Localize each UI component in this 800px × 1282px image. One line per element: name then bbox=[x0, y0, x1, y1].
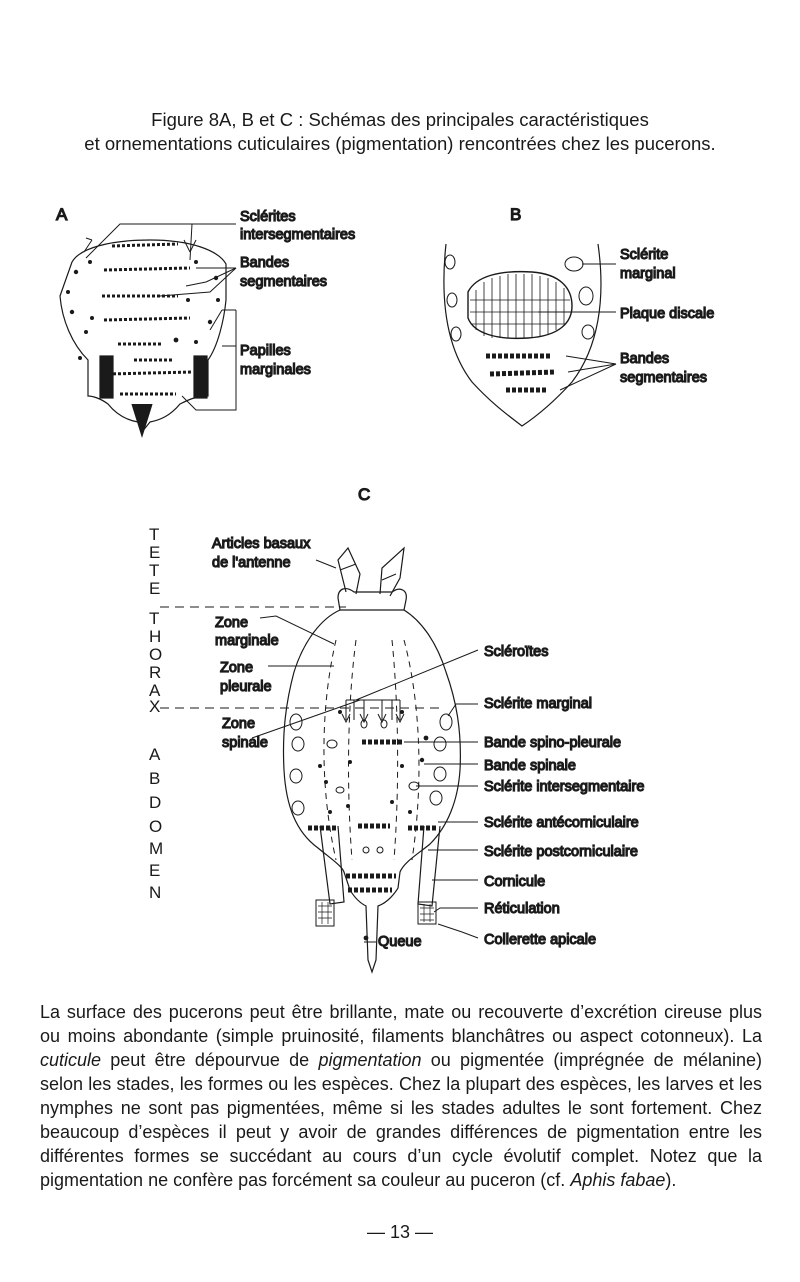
thorax-letter: O bbox=[149, 645, 162, 664]
figure-b-label-bandes-2: segmentaires bbox=[620, 370, 707, 386]
figure-a-letter: A bbox=[56, 205, 68, 224]
label-articles-1: Articles basaux bbox=[212, 536, 311, 552]
abdomen-letter: B bbox=[149, 769, 160, 788]
thorax-letter: R bbox=[149, 663, 161, 682]
label-zone-spinale-1: Zone bbox=[222, 716, 255, 732]
tete-letter: E bbox=[149, 579, 160, 598]
figure-c-abdomen-letters: A B D O M E N bbox=[149, 745, 163, 902]
abdomen-letter: N bbox=[149, 883, 161, 902]
abdomen-letter: D bbox=[149, 793, 161, 812]
term-pigmentation: pigmentation bbox=[318, 1050, 421, 1070]
figure-c-thorax-letters: T H O R A X bbox=[149, 609, 162, 716]
abdomen-letter: E bbox=[149, 861, 160, 880]
label-scleroites: Scléroïtes bbox=[484, 644, 548, 660]
tete-letter: T bbox=[149, 561, 159, 580]
paragraph-part-2: peut être dépourvue de bbox=[101, 1050, 318, 1070]
figure-a-right-cornicle bbox=[194, 356, 207, 398]
figure-c-left-leaders bbox=[252, 560, 376, 942]
figure-b-label-sclerite-2: marginal bbox=[620, 266, 676, 282]
label-zone-spinale-2: spinale bbox=[222, 735, 268, 751]
abdomen-letter: O bbox=[149, 817, 162, 836]
term-aphis-fabae: Aphis fabae bbox=[570, 1170, 665, 1190]
thorax-letter: X bbox=[149, 697, 160, 716]
label-cornicule: Cornicule bbox=[484, 874, 545, 890]
figure-c-tete-letters: T E T E bbox=[149, 525, 160, 598]
figure-c-head bbox=[338, 589, 406, 610]
label-zone-pleurale-1: Zone bbox=[220, 660, 253, 676]
figure-c: C T E T E T H O R A X A B D O M E N bbox=[149, 485, 644, 972]
label-reticulation: Réticulation bbox=[484, 901, 560, 917]
label-sclerite-intersegmentaire: Sclérite intersegmentaire bbox=[484, 779, 644, 795]
figure-b-bands bbox=[486, 356, 556, 390]
figure-a-tail bbox=[132, 404, 152, 436]
thorax-letter: H bbox=[149, 627, 161, 646]
label-sclerite-antecorniculaire: Sclérite antécorniculaire bbox=[484, 815, 639, 831]
thorax-letter: T bbox=[149, 609, 159, 628]
label-articles-2: de l'antenne bbox=[212, 555, 291, 571]
figure-c-right-leaders bbox=[356, 650, 478, 938]
page-number: — 13 — bbox=[0, 1222, 800, 1243]
paragraph-part-1: La surface des pucerons peut être brilla… bbox=[40, 1002, 762, 1046]
label-zone-pleurale-2: pleurale bbox=[220, 679, 272, 695]
tete-letter: T bbox=[149, 525, 159, 544]
label-bande-spinale: Bande spinale bbox=[484, 758, 576, 774]
figure-b: B bbox=[444, 205, 714, 426]
figure-b-letter: B bbox=[510, 205, 521, 224]
body-paragraph: La surface des pucerons peut être brilla… bbox=[40, 1000, 762, 1192]
figure-b-label-bandes-1: Bandes bbox=[620, 351, 669, 367]
figure-a: A bbox=[56, 205, 355, 436]
figure-b-label-plaque: Plaque discale bbox=[620, 306, 714, 322]
figure-a-label-papilles-2: marginales bbox=[240, 362, 311, 378]
abdomen-letter: A bbox=[149, 745, 161, 764]
label-collerette-apicale: Collerette apicale bbox=[484, 932, 596, 948]
label-sclerite-marginal: Sclérite marginal bbox=[484, 696, 592, 712]
term-cuticule: cuticule bbox=[40, 1050, 101, 1070]
figure-a-label-sclerites-2: intersegmentaires bbox=[240, 227, 355, 243]
tete-letter: E bbox=[149, 543, 160, 562]
figure-a-label-papilles-1: Papilles bbox=[240, 343, 291, 359]
figure-c-letter: C bbox=[358, 485, 370, 504]
figure-a-label-sclerites-1: Sclérites bbox=[240, 209, 296, 225]
label-zone-marginale-1: Zone bbox=[215, 615, 248, 631]
figure-a-label-bandes-2: segmentaires bbox=[240, 274, 327, 290]
figure-a-left-cornicle bbox=[100, 356, 113, 398]
figure-c-sclerites bbox=[290, 714, 452, 853]
figure-b-label-sclerite-1: Sclérite bbox=[620, 247, 668, 263]
paragraph-part-3: ou pigmentée (imprégnée de mélanine) sel… bbox=[40, 1050, 762, 1190]
figure-a-bands bbox=[102, 244, 192, 394]
figure-a-body-outline bbox=[60, 240, 226, 432]
figure-b-leaders bbox=[538, 264, 616, 390]
label-queue: Queue bbox=[378, 934, 422, 950]
paragraph-part-4: ). bbox=[665, 1170, 676, 1190]
label-bande-spino-pleurale: Bande spino-pleurale bbox=[484, 735, 621, 751]
figure-a-label-bandes-1: Bandes bbox=[240, 255, 289, 271]
figure-b-discal-plate bbox=[468, 272, 572, 339]
figure-diagrams: A bbox=[0, 0, 800, 1000]
label-sclerite-postcorniculaire: Sclérite postcorniculaire bbox=[484, 844, 638, 860]
abdomen-letter: M bbox=[149, 839, 163, 858]
label-zone-marginale-2: marginale bbox=[215, 633, 279, 649]
